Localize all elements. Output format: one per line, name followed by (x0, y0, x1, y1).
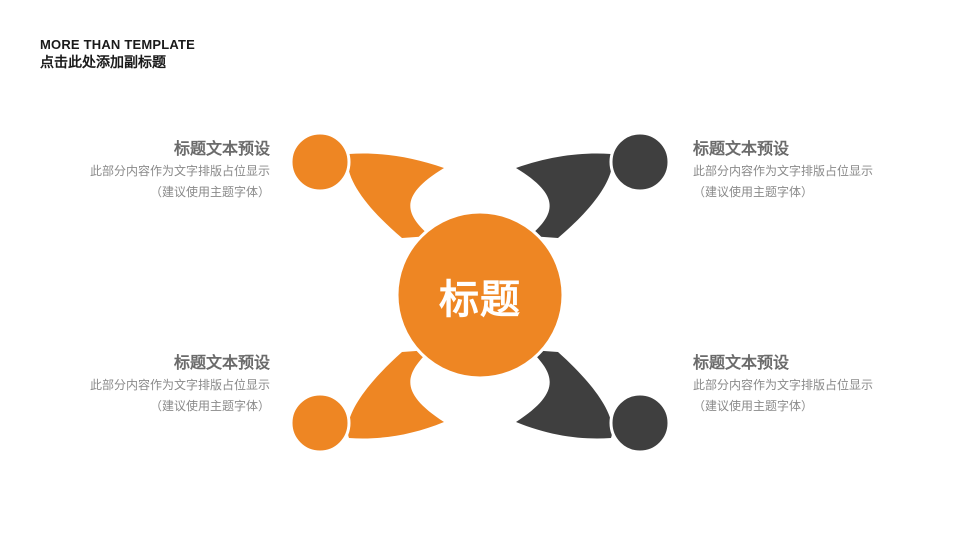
head-top-right (609, 131, 671, 193)
figure-top-right (516, 131, 671, 238)
head-bottom-left (289, 392, 351, 454)
item-description: 此部分内容作为文字排版占位显示 (693, 378, 874, 392)
center-circle (395, 210, 565, 380)
text-block-bottom-right: 标题文本预设 此部分内容作为文字排版占位显示 （建议使用主题字体） (693, 352, 933, 416)
text-block-top-left: 标题文本预设 此部分内容作为文字排版占位显示 （建议使用主题字体） (30, 138, 270, 202)
item-description: 此部分内容作为文字排版占位显示 (89, 164, 270, 178)
text-block-bottom-left: 标题文本预设 此部分内容作为文字排版占位显示 （建议使用主题字体） (30, 352, 270, 416)
head-bottom-right (609, 392, 671, 454)
page-title: MORE THAN TEMPLATE (40, 37, 196, 52)
head-top-left (289, 131, 351, 193)
item-note: （建议使用主题字体） (149, 399, 270, 413)
item-description: 此部分内容作为文字排版占位显示 (693, 164, 874, 178)
arm-bottom-left (347, 350, 444, 439)
item-heading: 标题文本预设 (693, 353, 790, 372)
figure-bottom-right (516, 350, 671, 454)
item-note: （建议使用主题字体） (149, 185, 270, 199)
arm-bottom-right (516, 350, 613, 439)
item-note: （建议使用主题字体） (693, 185, 814, 199)
text-block-top-right: 标题文本预设 此部分内容作为文字排版占位显示 （建议使用主题字体） (693, 138, 933, 202)
figure-top-left (289, 131, 444, 238)
item-description: 此部分内容作为文字排版占位显示 (89, 378, 270, 392)
arm-top-left (347, 153, 444, 238)
item-heading: 标题文本预设 (173, 139, 270, 158)
center-title: 标题 (439, 277, 521, 323)
arm-top-right (516, 153, 613, 238)
item-note: （建议使用主题字体） (693, 399, 814, 413)
item-heading: 标题文本预设 (173, 353, 270, 372)
item-heading: 标题文本预设 (693, 139, 790, 158)
figure-bottom-left (289, 350, 444, 454)
header: MORE THAN TEMPLATE 点击此处添加副标题 (40, 37, 195, 73)
page-subtitle: 点击此处添加副标题 (40, 55, 166, 71)
